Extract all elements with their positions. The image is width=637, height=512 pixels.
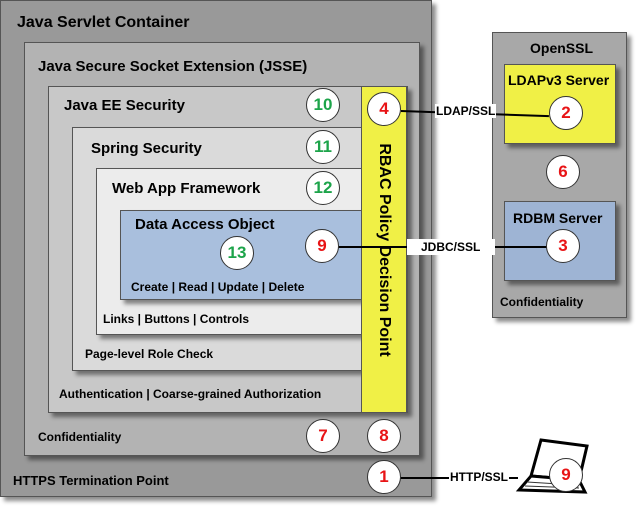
page-role-label: Page-level Role Check — [85, 347, 214, 361]
dao-title: Data Access Object — [135, 216, 275, 233]
jdbc-connection-label: JDBC/SSL — [407, 239, 495, 255]
jsse-title: Java Secure Socket Extension (JSSE) — [38, 58, 308, 75]
openssl-title: OpenSSL — [530, 40, 594, 56]
marker-2: 2 — [549, 96, 583, 130]
crud-label: Create | Read | Update | Delete — [131, 280, 305, 294]
ldap-server-title: LDAPv3 Server — [508, 72, 610, 88]
marker-11: 11 — [306, 130, 340, 164]
controls-label: Links | Buttons | Controls — [103, 312, 250, 326]
authn-label: Authentication | Coarse-grained Authoriz… — [59, 387, 322, 401]
marker-12: 12 — [306, 171, 340, 205]
rbac-policy-bar: RBAC Policy Decision Point — [361, 86, 407, 413]
marker-9-dao: 9 — [305, 229, 339, 263]
servlet-container-title: Java Servlet Container — [17, 14, 190, 31]
spring-security-title: Spring Security — [91, 140, 202, 157]
marker-3: 3 — [546, 229, 580, 263]
marker-9-client: 9 — [549, 458, 583, 492]
rdbm-server-title: RDBM Server — [513, 210, 603, 226]
confidentiality-label: Confidentiality — [38, 430, 122, 444]
marker-10: 10 — [306, 88, 340, 122]
http-connection-label: HTTP/SSL — [449, 470, 510, 484]
webapp-framework-title: Web App Framework — [112, 180, 261, 197]
marker-4: 4 — [367, 92, 401, 126]
marker-7: 7 — [306, 419, 340, 453]
ldap-server-box: LDAPv3 Server — [504, 64, 616, 144]
ldap-connection-label: LDAP/SSL — [435, 104, 497, 118]
marker-8: 8 — [367, 419, 401, 453]
javaee-security-title: Java EE Security — [64, 97, 185, 114]
openssl-confidentiality-label: Confidentiality — [500, 295, 584, 309]
marker-13: 13 — [220, 236, 254, 270]
marker-6: 6 — [546, 155, 580, 189]
https-termination-label: HTTPS Termination Point — [13, 473, 169, 488]
rbac-policy-label: RBAC Policy Decision Point — [376, 142, 393, 357]
marker-1: 1 — [367, 460, 401, 494]
